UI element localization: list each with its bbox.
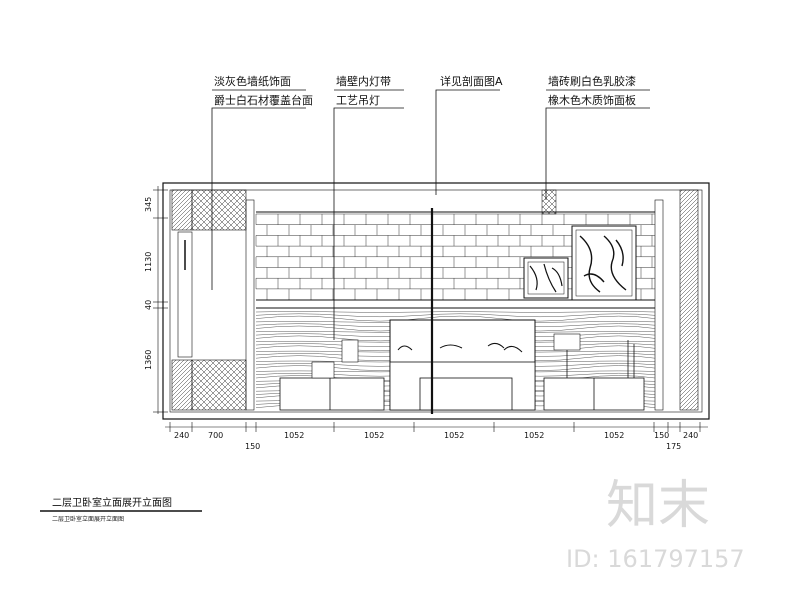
label-section-ref: 详见剖面图A bbox=[440, 74, 503, 88]
wall-picture-large bbox=[571, 225, 637, 301]
dim-h-240-left: 240 bbox=[174, 431, 189, 440]
dim-v-40: 40 bbox=[144, 300, 153, 310]
label-light-strip: 墙壁内灯带 bbox=[336, 74, 391, 88]
dim-h-1052-d: 1052 bbox=[524, 431, 544, 440]
dim-h-1052-c: 1052 bbox=[444, 431, 464, 440]
wall-picture-small bbox=[523, 257, 569, 299]
dim-v-1360: 1360 bbox=[144, 350, 153, 370]
right-cabinet bbox=[543, 333, 645, 411]
drawing-subtitle: 二层卫卧室立面展开立面图 bbox=[52, 515, 124, 523]
dim-h-175: 175 bbox=[666, 442, 681, 451]
label-wallpaper: 淡灰色墙纸饰面 bbox=[214, 74, 291, 88]
left-wall-hatch bbox=[171, 189, 255, 411]
label-brick-paint: 墙砖刷白色乳胶漆 bbox=[548, 74, 636, 88]
dim-h-1052-b: 1052 bbox=[364, 431, 384, 440]
horizontal-dimension-line bbox=[165, 422, 708, 432]
dim-h-150-left: 150 bbox=[245, 442, 260, 451]
dim-h-240-right: 240 bbox=[683, 431, 698, 440]
dim-h-1052-e: 1052 bbox=[604, 431, 624, 440]
watermark-brand: 知末 bbox=[606, 476, 710, 536]
dim-h-1052-a: 1052 bbox=[284, 431, 304, 440]
dim-h-150-right: 150 bbox=[654, 431, 669, 440]
ceiling-block bbox=[541, 189, 557, 215]
leader-lines bbox=[211, 89, 650, 340]
dim-v-345: 345 bbox=[144, 197, 153, 212]
drawing-title: 二层卫卧室立面展开立面图 bbox=[52, 496, 172, 509]
dim-h-700: 700 bbox=[208, 431, 223, 440]
label-oak-veneer: 橡木色木质饰面板 bbox=[548, 93, 636, 107]
label-countertop: 爵士白石材覆盖台面 bbox=[214, 93, 313, 107]
vertical-dimension-line bbox=[153, 186, 168, 414]
watermark-id: ID: 161797157 bbox=[566, 545, 745, 573]
label-pendant-lamp: 工艺吊灯 bbox=[336, 94, 380, 107]
dim-v-1130: 1130 bbox=[144, 252, 153, 272]
right-wall-hatch bbox=[654, 189, 699, 411]
brick-wall bbox=[255, 213, 655, 300]
bed bbox=[389, 319, 536, 411]
left-cabinet bbox=[279, 339, 385, 411]
